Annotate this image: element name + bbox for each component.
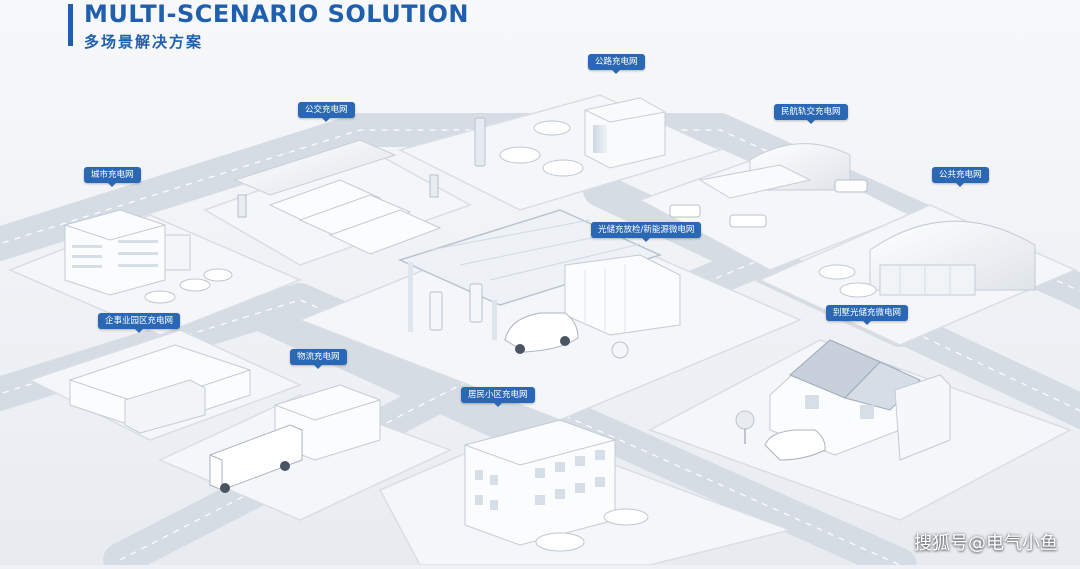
label-villa-microgrid: 别墅光储充微电网 [826, 305, 909, 325]
rail-terminal [669, 143, 868, 228]
label-bus-network: 公交充电网 [298, 102, 355, 122]
label-residential-network: 居民小区充电网 [461, 387, 535, 407]
villa-house [735, 339, 951, 461]
highway-station [474, 97, 666, 177]
label-enterprise-park-network: 企事业园区充电网 [98, 313, 181, 333]
public-hangar [818, 220, 1036, 298]
label-city-network: 城市充电网 [84, 167, 141, 187]
page-title: MULTI-SCENARIO SOLUTION [84, 0, 469, 28]
title-accent-bar [68, 4, 73, 46]
enterprise-park [69, 344, 251, 434]
label-logistics-network: 物流充电网 [290, 349, 347, 369]
city-office [64, 209, 233, 304]
bus-depot [233, 139, 442, 255]
residential-building [464, 419, 649, 552]
logistics-hub [209, 384, 381, 493]
label-pv-storage-microgrid: 光储充放检/新能源微电网 [591, 222, 702, 242]
label-aviation-rail-network: 民航轨交充电网 [774, 104, 848, 124]
page-subtitle: 多场景解决方案 [84, 33, 204, 51]
label-public-network: 公共充电网 [932, 167, 989, 187]
label-highway-network: 公路充电网 [588, 54, 645, 74]
watermark-text: 搜狐号@电气小鱼 [914, 533, 1058, 554]
